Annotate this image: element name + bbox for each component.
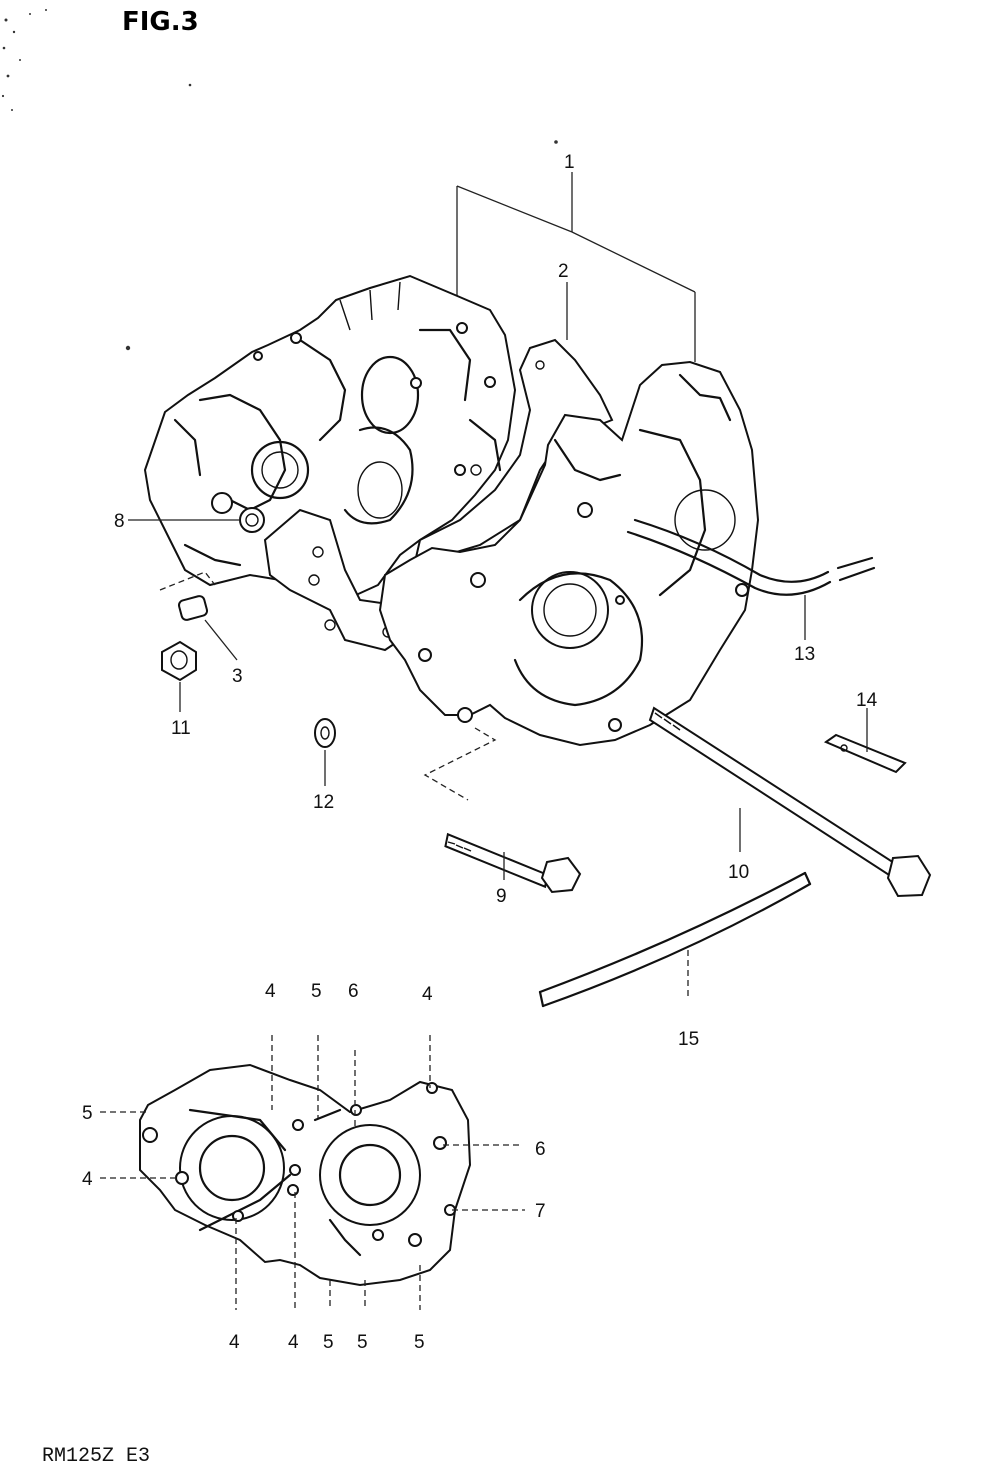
inset-top-label-1: 4 [265, 981, 276, 1002]
hose-15 [538, 871, 812, 1008]
inset-left-label-1: 5 [82, 1103, 93, 1124]
inset-bottom-label-2: 4 [288, 1332, 299, 1353]
inset-top-label-3: 6 [348, 981, 359, 1002]
bolt-long [648, 706, 932, 898]
inset-crankcase-view [139, 1063, 472, 1287]
oil-seal [239, 507, 265, 533]
inset-bottom-label-5: 5 [414, 1332, 425, 1353]
inset-bottom-label-4: 5 [357, 1332, 368, 1353]
callout-11-label: 11 [171, 718, 191, 739]
inset-top-label-4: 4 [422, 984, 433, 1005]
inset-bottom-label-1: 4 [229, 1332, 240, 1353]
callout-1-label: 1 [564, 152, 575, 173]
inset-right-label-2: 7 [535, 1201, 546, 1222]
callout-12-label: 12 [313, 792, 334, 813]
model-code: RM125Z E3 [42, 1445, 150, 1468]
bolt-short [423, 727, 582, 894]
callout-10-label: 10 [728, 862, 749, 883]
inset-bottom-label-3: 5 [323, 1332, 334, 1353]
callout-15-label: 15 [678, 1029, 699, 1050]
leader-3 [204, 619, 238, 661]
inset-right-label-1: 6 [535, 1139, 546, 1160]
callout-3-label: 3 [232, 666, 243, 687]
callout-8-label: 8 [114, 511, 125, 532]
dowel-pin [159, 571, 216, 621]
callout-13-label: 13 [794, 644, 815, 665]
callout-2-label: 2 [558, 261, 569, 282]
clip [823, 733, 907, 774]
scan-speckle [1, 9, 558, 351]
callout-9-label: 9 [496, 886, 507, 907]
right-crankcase-half [378, 360, 760, 747]
inset-top-label-2: 5 [311, 981, 322, 1002]
inset-leaders [100, 1035, 525, 1310]
figure-title: FIG.3 [122, 7, 199, 37]
nut [161, 640, 197, 682]
callout-14-label: 14 [856, 690, 878, 711]
bracket-callout-1 [456, 172, 696, 362]
washer [314, 718, 336, 748]
inset-left-label-2: 4 [82, 1169, 93, 1190]
hose-13 [626, 518, 876, 596]
